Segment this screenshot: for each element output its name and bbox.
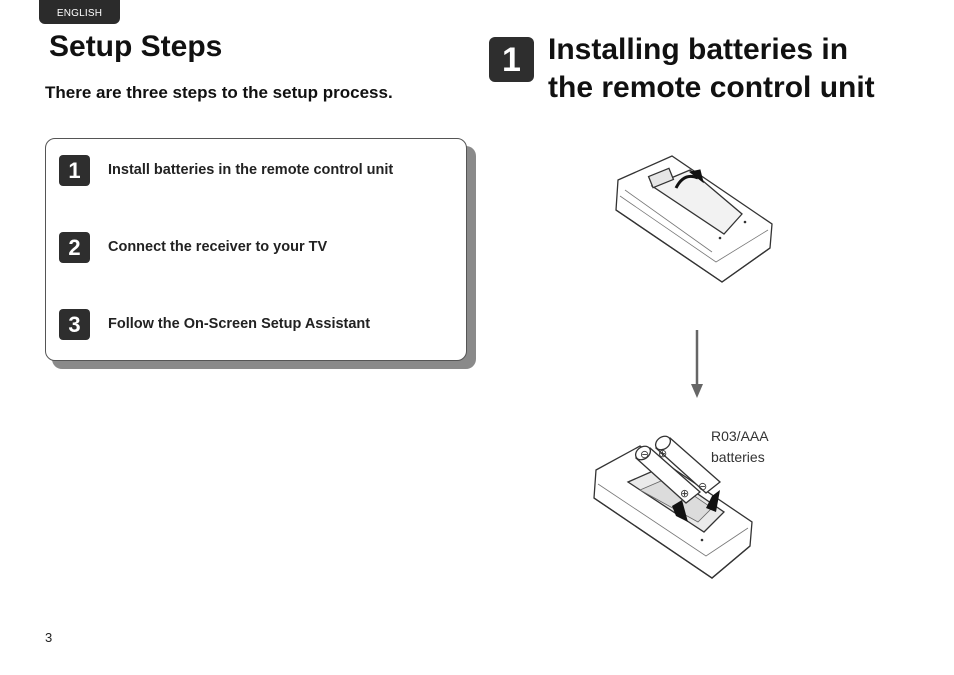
section-title-line1: Installing batteries in xyxy=(548,33,849,66)
insert-arrow-icon xyxy=(672,500,688,522)
aaa-batteries-illustration: ⊖ ⊕ ⊕ ⊖ xyxy=(634,435,722,504)
section-title-line2: the remote control unit xyxy=(548,71,875,104)
svg-text:⊕: ⊕ xyxy=(658,447,667,460)
step-text: Follow the On-Screen Setup Assistant xyxy=(108,316,371,332)
arrowhead-icon xyxy=(688,169,704,184)
battery-label: R03/AAA batteries xyxy=(711,426,769,468)
down-arrow-icon xyxy=(691,384,703,398)
svg-text:⊖: ⊖ xyxy=(640,448,649,461)
open-cover-arrow xyxy=(674,174,699,189)
section-number-badge: 1 xyxy=(489,37,534,82)
insert-arrow-icon xyxy=(706,490,720,512)
steps-panel: 1 Install batteries in the remote contro… xyxy=(45,138,467,361)
step-text: Install batteries in the remote control … xyxy=(108,162,394,178)
step-number-badge: 3 xyxy=(59,309,90,340)
svg-text:⊕: ⊕ xyxy=(680,487,689,500)
language-tab: ENGLISH xyxy=(39,0,120,24)
battery-label-line1: R03/AAA xyxy=(711,428,769,444)
step-text: Connect the receiver to your TV xyxy=(108,239,328,255)
remote-with-cover-illustration xyxy=(615,155,773,283)
remote-with-batteries-illustration xyxy=(593,445,753,579)
step-number-badge: 2 xyxy=(59,232,90,263)
page-number: 3 xyxy=(45,630,53,645)
setup-subtitle: There are three steps to the setup proce… xyxy=(45,83,393,102)
battery-label-line2: batteries xyxy=(711,449,765,465)
svg-text:⊖: ⊖ xyxy=(698,480,707,493)
page-title: Setup Steps xyxy=(49,30,223,63)
step-number-badge: 1 xyxy=(59,155,90,186)
section-title: Installing batteries in the remote contro… xyxy=(548,31,875,107)
